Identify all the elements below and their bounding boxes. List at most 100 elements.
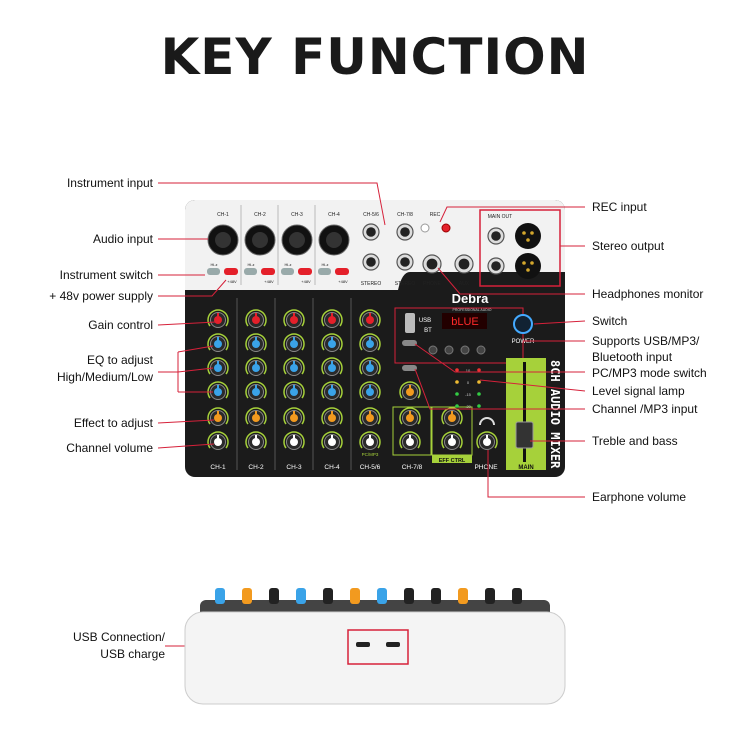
label-switch: Switch (592, 314, 628, 328)
label-usb-charge: USB charge (100, 647, 165, 661)
level-led (477, 404, 481, 408)
leader-line (158, 182, 386, 226)
phone-jack-hole (426, 258, 438, 270)
label-eq: EQ to adjust (86, 353, 153, 367)
channel-knob-scale (245, 407, 267, 425)
bt-usb-switch (402, 365, 417, 371)
headphone-icon (479, 417, 495, 426)
channel-knob-scale (207, 381, 229, 399)
channel-knob-scale (245, 431, 267, 449)
hiz-switch (207, 268, 220, 275)
main-out-box (479, 209, 561, 287)
channel-knob-scale (245, 333, 267, 351)
xlr-r (515, 253, 541, 279)
rear-knob (404, 588, 414, 604)
level-mark: 0 (467, 380, 470, 385)
label-rec-input: REC input (592, 200, 647, 214)
channel-knob-scale (359, 357, 381, 375)
label-earphone-volume: Earphone volume (592, 490, 687, 504)
leader-line (157, 443, 215, 449)
usb-label: USB (419, 318, 431, 324)
channel-knob-scale (283, 333, 305, 351)
48v-switch (261, 268, 275, 275)
level-led (455, 368, 459, 372)
leader-line (177, 345, 214, 353)
playback-button (476, 345, 486, 355)
usb-port-1 (356, 642, 370, 647)
channel-knob-scale (321, 333, 343, 351)
xlr-pin (522, 231, 526, 235)
rear-knob (215, 588, 225, 604)
channel-knob-scale (245, 309, 267, 327)
channel-knob-scale (207, 309, 229, 327)
channel-knob-scale (283, 357, 305, 375)
channel-knob-scale (359, 431, 381, 449)
label-48v: + 48v power supply (49, 289, 153, 303)
48v-label: +48V (338, 279, 348, 284)
playback-button (428, 345, 438, 355)
stereo-jack-l-hole (400, 227, 410, 237)
usb-port (405, 313, 415, 333)
stereo-channel-label: CH-5/6 (363, 212, 379, 218)
channel-knob-scale (321, 407, 343, 425)
leader-line (157, 321, 217, 326)
ch78-vol-knob-scale (399, 431, 421, 449)
combo-jack-center (215, 232, 231, 248)
channel-knob-scale (321, 431, 343, 449)
xlr-l (515, 223, 541, 249)
48v-switch (224, 268, 238, 275)
main-out-label: MAIN OUT (488, 214, 512, 220)
level-led (477, 392, 481, 396)
48v-switch (335, 268, 349, 275)
channel-knob-scale (245, 357, 267, 375)
xlr-pin (522, 261, 526, 265)
channel-knob-scale (359, 309, 381, 327)
48v-label: +48V (264, 279, 274, 284)
hiz-switch (318, 268, 331, 275)
aux-knob-scale (399, 381, 421, 399)
top-channel-label: CH-3 (291, 212, 303, 218)
channel-label: CH-4 (324, 464, 340, 471)
label-gain: Gain control (88, 318, 153, 332)
top-channel-label: CH-1 (217, 212, 229, 218)
rear-knob (377, 588, 387, 604)
power-label: POWER (512, 339, 535, 345)
rear-knob (512, 588, 522, 604)
channel-knob-scale (321, 357, 343, 375)
channel-label: CH-2 (248, 464, 264, 471)
eff-vol-knob-scale (441, 431, 463, 449)
label-pc-mp3: PC/MP3 mode switch (592, 366, 707, 380)
leader-line (479, 379, 586, 392)
level-led (455, 380, 459, 384)
combo-jack-center (252, 232, 268, 248)
leader-line (177, 367, 214, 373)
rear-knob (242, 588, 252, 604)
leader-line (533, 320, 586, 325)
rec-label: REC (430, 212, 441, 218)
pc-mp3-label: PC/MP3 (362, 452, 379, 457)
xlr-pin (530, 231, 534, 235)
stereo-jack-r-hole (400, 257, 410, 267)
phone-vol-knob-scale (476, 431, 498, 449)
power-button (513, 314, 533, 334)
playback-button (444, 345, 454, 355)
top-channel-label: CH-2 (254, 212, 266, 218)
rear-knob (350, 588, 360, 604)
channel-knob-scale (283, 431, 305, 449)
channel-label: CH-7/8 (402, 464, 423, 471)
hiz-switch (281, 268, 294, 275)
leader-line (487, 450, 585, 498)
rear-knob (296, 588, 306, 604)
mixer-rear-body (184, 611, 566, 705)
eff-ctrl-bg (432, 455, 472, 463)
xlr-pin (530, 261, 534, 265)
channel-knob-scale (359, 407, 381, 425)
leader-line (158, 279, 227, 297)
rear-knob (323, 588, 333, 604)
level-led (477, 380, 481, 384)
top-channel-label: CH-4 (328, 212, 340, 218)
channel-knob-scale (321, 309, 343, 327)
channel-label: CH-5/6 (360, 464, 381, 471)
main-label: MAIN (518, 465, 533, 471)
stereo-jack-l-hole (366, 227, 376, 237)
